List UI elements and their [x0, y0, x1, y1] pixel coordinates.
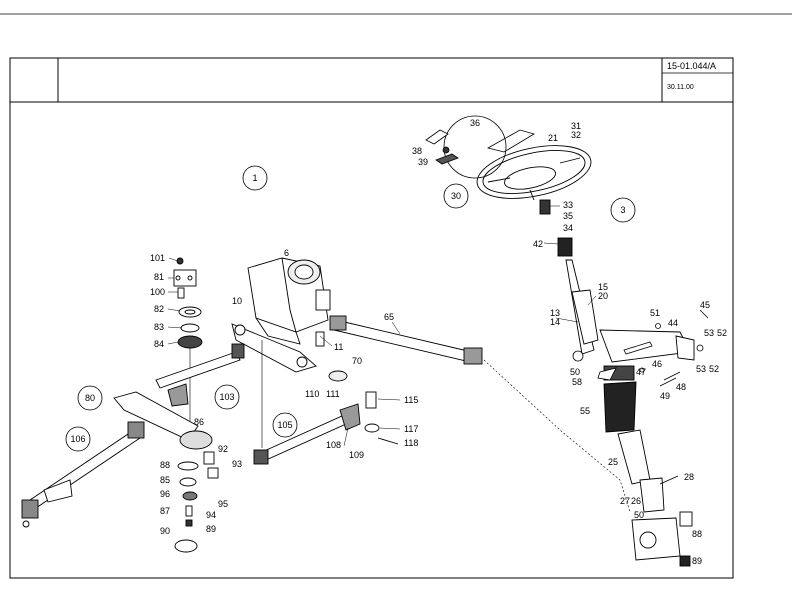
label-31: 31	[571, 121, 581, 131]
king-pin-stack	[173, 257, 203, 430]
leader-lines	[167, 205, 597, 447]
label-118: 118	[404, 438, 418, 448]
label-101: 101	[150, 253, 165, 263]
label-27: 27	[620, 496, 630, 506]
wheel-cap-parts	[425, 129, 535, 165]
label-89b: 89	[692, 556, 702, 566]
label-35: 35	[563, 211, 573, 221]
label-94: 94	[206, 510, 216, 520]
label-50: 50	[570, 367, 580, 377]
label-88b: 88	[692, 529, 702, 539]
label-85: 85	[160, 475, 170, 485]
label-55: 55	[580, 406, 590, 416]
label-34: 34	[563, 223, 573, 233]
label-109: 109	[349, 450, 364, 460]
label-111: 111	[326, 389, 340, 399]
label-86: 86	[194, 417, 204, 427]
label-21: 21	[548, 133, 558, 143]
label-20: 20	[598, 291, 608, 301]
callout-circles	[65, 165, 636, 452]
label-28: 28	[684, 472, 694, 482]
label-108: 108	[326, 440, 341, 450]
label-44: 44	[668, 318, 678, 328]
label-53: 53	[704, 328, 714, 338]
drop-arm	[231, 323, 348, 382]
label-46: 46	[652, 359, 662, 369]
knuckle-parts	[174, 430, 219, 553]
column-small-parts	[572, 309, 709, 387]
label-53b: 53	[696, 364, 706, 374]
steering-column	[557, 237, 695, 567]
label-81: 81	[154, 272, 164, 282]
label-90: 90	[160, 526, 170, 536]
part-labels: 1 3 30 36 80 103 105 106 31 32 21 38 39 …	[70, 118, 727, 566]
label-36: 36	[470, 118, 480, 128]
detail-circle-36	[443, 115, 507, 179]
label-89: 89	[206, 524, 216, 534]
label-52: 52	[717, 328, 727, 338]
tie-rod-105	[253, 340, 399, 465]
label-15: 15	[598, 282, 608, 292]
label-117: 117	[404, 424, 418, 434]
label-83: 83	[154, 322, 164, 332]
label-110: 110	[305, 389, 319, 399]
label-92: 92	[218, 444, 228, 454]
drag-link-85	[329, 315, 483, 365]
label-51: 51	[650, 308, 660, 318]
label-105: 105	[277, 420, 292, 430]
label-26: 26	[631, 496, 641, 506]
label-38: 38	[412, 146, 422, 156]
drawing-frame	[9, 57, 734, 579]
label-45: 45	[700, 300, 710, 310]
label-100: 100	[150, 287, 165, 297]
label-88: 88	[160, 460, 170, 470]
label-65: 65	[384, 312, 394, 322]
label-96: 96	[160, 489, 170, 499]
drawing-number: 15-01.044/A	[667, 61, 716, 71]
label-32: 32	[571, 130, 581, 140]
steering-gearbox	[247, 257, 331, 345]
label-115: 115	[404, 395, 418, 405]
label-39: 39	[418, 157, 428, 167]
label-3: 3	[620, 205, 625, 215]
label-25: 25	[608, 457, 618, 467]
label-14: 14	[550, 317, 560, 327]
label-70: 70	[352, 356, 362, 366]
drawing-date: 30.11.00	[667, 84, 694, 91]
steering-wheel	[476, 145, 592, 215]
label-47: 47	[636, 367, 646, 377]
label-49: 49	[660, 391, 670, 401]
label-84: 84	[154, 339, 164, 349]
label-11: 11	[334, 342, 343, 352]
label-50b: 50	[634, 510, 644, 520]
label-80: 80	[85, 393, 95, 403]
chain-line	[483, 359, 631, 513]
tie-rods-left	[21, 343, 245, 528]
label-103: 103	[219, 392, 234, 402]
label-42: 42	[533, 239, 543, 249]
label-58: 58	[572, 377, 582, 387]
label-93: 93	[232, 459, 242, 469]
label-1: 1	[252, 173, 257, 183]
label-6: 6	[284, 248, 289, 258]
label-10: 10	[232, 296, 242, 306]
label-13: 13	[550, 308, 560, 318]
label-82: 82	[154, 304, 164, 314]
label-87: 87	[160, 506, 170, 516]
label-95: 95	[218, 499, 228, 509]
label-30: 30	[451, 191, 461, 201]
label-48: 48	[676, 382, 686, 392]
label-106: 106	[70, 434, 85, 444]
label-33: 33	[563, 200, 573, 210]
label-52b: 52	[709, 364, 719, 374]
